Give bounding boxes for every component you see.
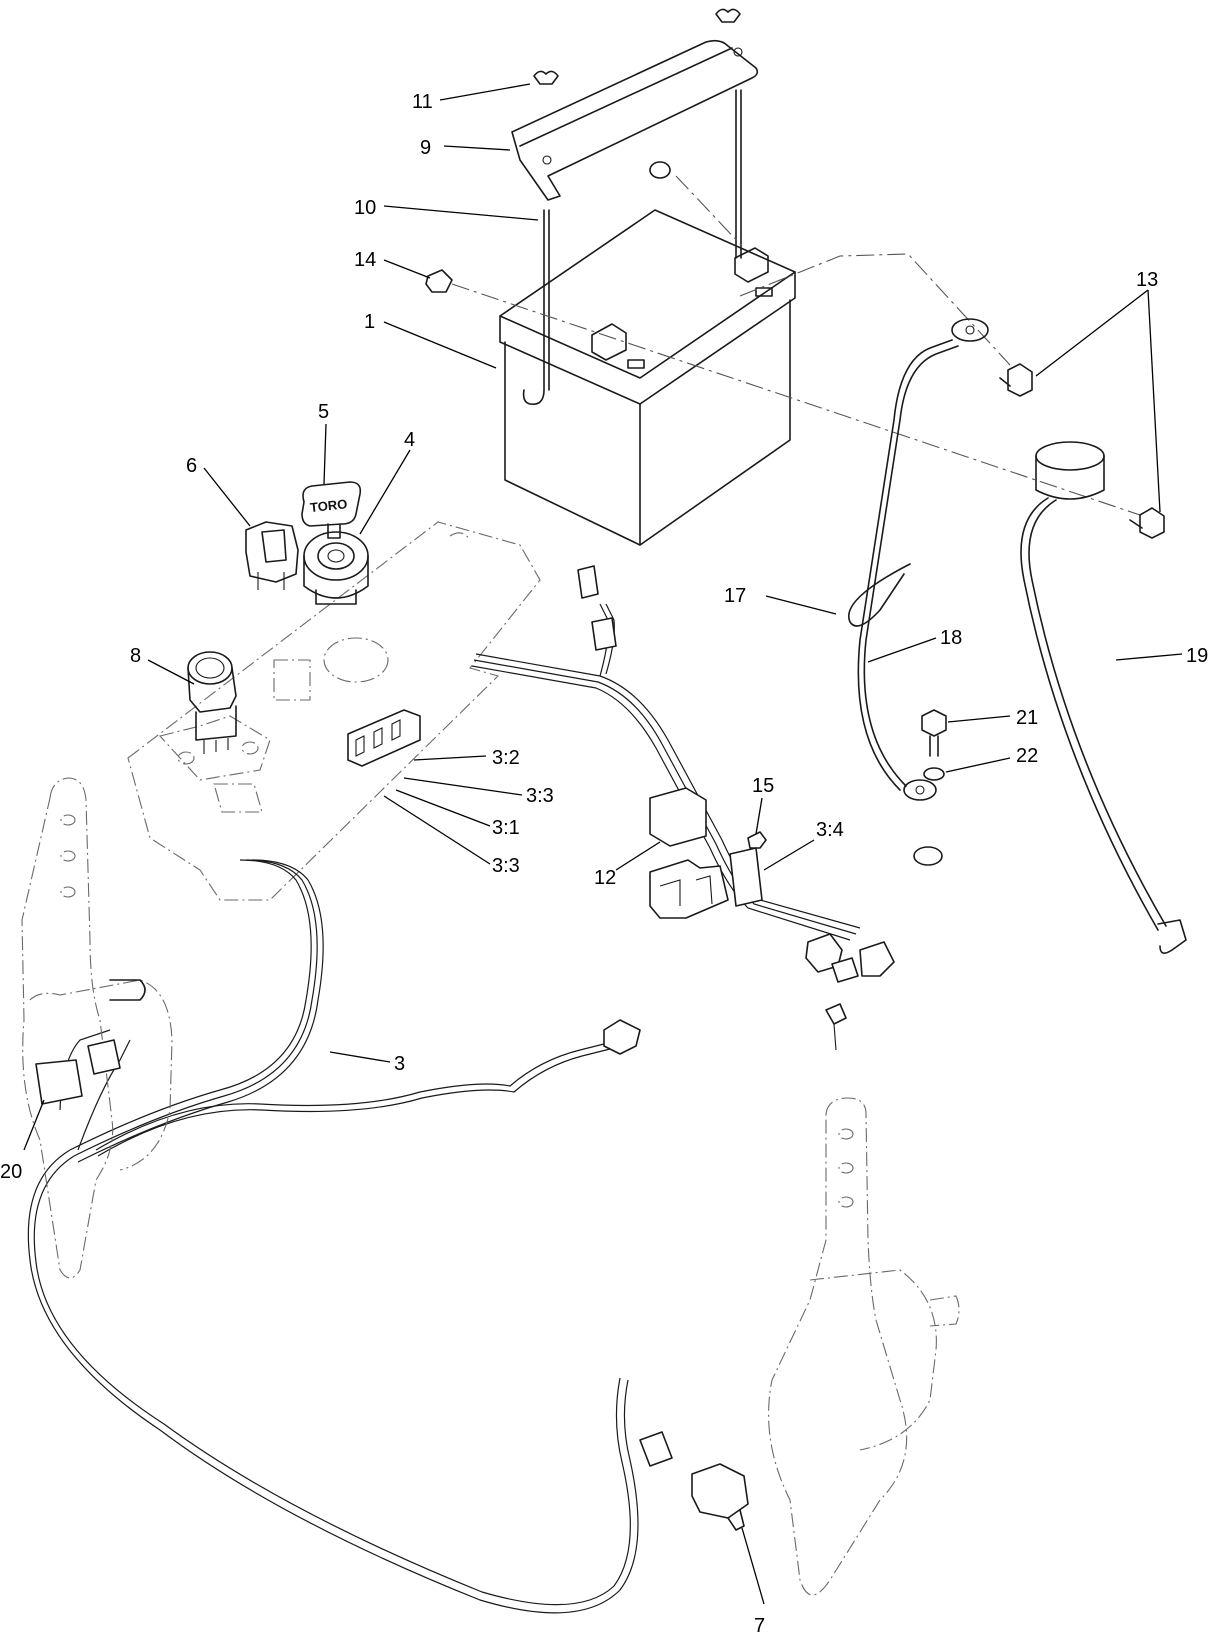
key-switch	[303, 531, 369, 605]
callout-labels: 11 9 10 14 1 13 5 4 6 8 3:2 3:3 3:1 3:3 …	[0, 91, 1208, 1637]
callout-17: 17	[724, 585, 746, 607]
callout-22: 22	[1016, 745, 1038, 767]
callout-8: 8	[130, 645, 141, 667]
callout-12: 12	[594, 867, 616, 889]
callout-14: 14	[354, 249, 376, 271]
safety-switch-20	[35, 1039, 121, 1105]
harness-end-connector	[603, 1019, 641, 1055]
callout-10: 10	[354, 197, 376, 219]
relay-and-fuse-block	[649, 787, 763, 919]
washer-22	[923, 767, 945, 781]
callout-6: 6	[186, 455, 197, 477]
harness-plug-top	[577, 565, 617, 651]
callout-19: 19	[1186, 645, 1208, 667]
callout-11: 11	[412, 91, 433, 113]
callout-7: 7	[754, 1615, 765, 1637]
nut-14	[425, 269, 453, 293]
connector-cluster	[805, 933, 895, 1051]
callout-3-3-upper: 3:3	[526, 785, 554, 807]
battery	[499, 209, 796, 546]
control-panel	[127, 521, 541, 901]
callout-3-2: 3:2	[492, 747, 520, 769]
svg-text:TORO: TORO	[309, 496, 348, 515]
callout-3: 3	[394, 1053, 405, 1075]
bolt-21	[921, 709, 947, 757]
callout-13: 13	[1136, 269, 1158, 291]
callout-9: 9	[420, 137, 431, 159]
switch-7	[639, 1431, 749, 1531]
positive-battery-cable	[1020, 441, 1187, 954]
callout-21: 21	[1016, 707, 1038, 729]
wire-harness	[27, 603, 861, 1614]
cable-tie	[848, 563, 911, 627]
callout-20: 20	[0, 1161, 22, 1183]
callout-1: 1	[364, 311, 375, 333]
harness-connector-block	[347, 709, 421, 767]
callout-18: 18	[940, 627, 962, 649]
callout-4: 4	[404, 429, 415, 451]
callout-15: 15	[752, 775, 774, 797]
callout-3-1: 3:1	[492, 817, 520, 839]
right-control-lever	[768, 1097, 960, 1596]
callout-3-3-lower: 3:3	[492, 855, 520, 877]
screw-15	[747, 831, 767, 849]
callout-5: 5	[318, 401, 329, 423]
wing-nuts	[533, 8, 741, 85]
negative-battery-cable	[857, 318, 989, 801]
battery-bolts	[999, 363, 1165, 539]
callout-3-4: 3:4	[816, 819, 844, 841]
left-control-lever	[21, 777, 173, 1279]
ground-terminal	[913, 846, 943, 866]
pto-switch	[187, 651, 237, 754]
leader-lines	[23, 83, 1183, 1605]
hold-down-rods	[522, 89, 742, 406]
rocker-switch	[245, 521, 299, 590]
battery-hold-down-bracket	[511, 39, 759, 201]
ignition-key: TORO	[301, 481, 362, 539]
spacer	[649, 161, 671, 179]
